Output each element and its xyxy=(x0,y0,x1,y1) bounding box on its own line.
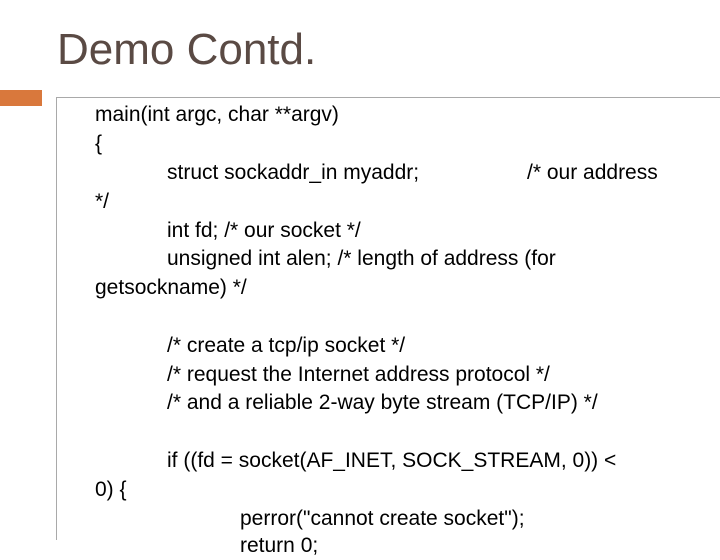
title-rule xyxy=(56,97,720,98)
code-line-4: /* our address xyxy=(527,161,658,184)
code-line-9: /* create a tcp/ip socket */ xyxy=(167,334,406,357)
code-line-10: /* request the Internet address protocol… xyxy=(167,363,550,386)
code-line-13: 0) { xyxy=(95,478,127,501)
code-line-5: */ xyxy=(95,190,110,213)
code-line-11: /* and a reliable 2-way byte stream (TCP… xyxy=(167,391,598,414)
accent-block xyxy=(0,90,42,106)
code-line-15: return 0; xyxy=(240,534,319,557)
slide-title: Demo Contd. xyxy=(57,25,317,74)
code-line-14: perror("cannot create socket"); xyxy=(240,507,525,530)
code-line-6: int fd; /* our socket */ xyxy=(167,219,361,242)
code-line-8: getsockname) */ xyxy=(95,276,247,299)
code-line-12: if ((fd = socket(AF_INET, SOCK_STREAM, 0… xyxy=(167,449,617,472)
content-left-rule xyxy=(56,97,57,540)
code-line-1: main(int argc, char **argv) xyxy=(95,103,339,126)
code-line-2: { xyxy=(95,132,103,155)
code-line-3: struct sockaddr_in myaddr; xyxy=(167,161,420,184)
code-line-7: unsigned int alen; /* length of address … xyxy=(167,247,556,270)
